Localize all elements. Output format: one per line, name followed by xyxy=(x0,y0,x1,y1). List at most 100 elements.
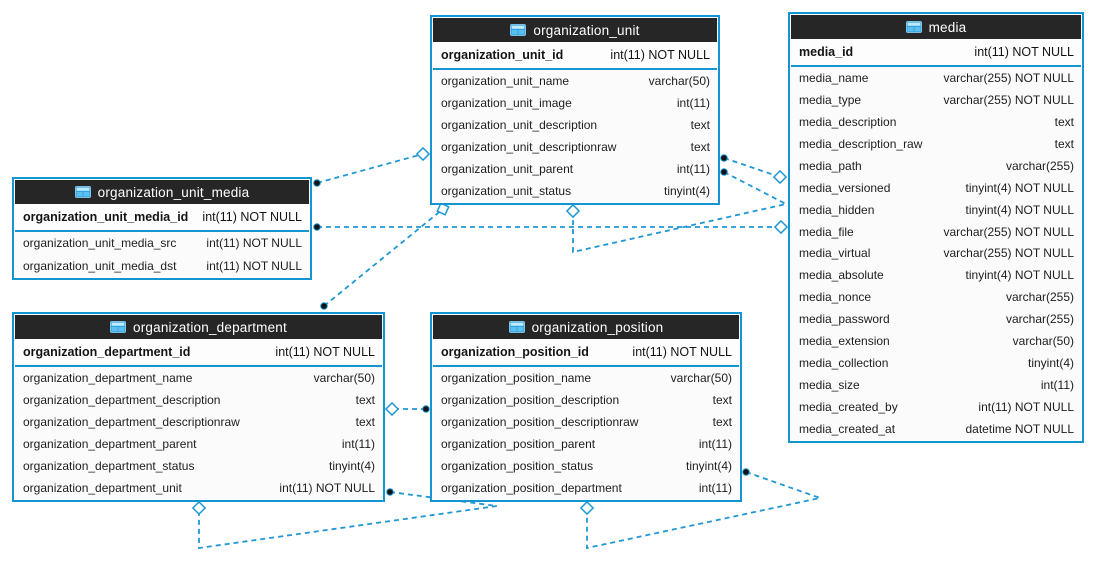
field-name: organization_unit_description xyxy=(441,118,598,132)
field-type: int(11) NOT NULL xyxy=(206,258,302,273)
field-type: varchar(255) NOT NULL xyxy=(943,92,1075,107)
field-name: organization_unit_parent xyxy=(441,162,574,176)
field-type: text xyxy=(712,415,732,429)
field-row-organization_position_descriptionraw[interactable]: organization_position_descriptionraw text xyxy=(433,411,739,433)
fk-dot-endpoint xyxy=(720,168,728,176)
field-name: media_file xyxy=(799,224,854,239)
field-name: organization_department_description xyxy=(23,393,221,407)
field-type: tinyint(4) NOT NULL xyxy=(965,268,1074,283)
table-header-organization_unit_media[interactable]: organization_unit_media xyxy=(15,180,309,204)
field-type: datetime NOT NULL xyxy=(965,421,1075,436)
field-type: text xyxy=(1054,136,1074,151)
field-type: varchar(255) NOT NULL xyxy=(943,224,1075,239)
relation-organization_position-to-organization_position[interactable] xyxy=(586,471,824,550)
field-name: organization_department_unit xyxy=(23,481,182,495)
table-header-organization_unit[interactable]: organization_unit xyxy=(433,18,717,42)
field-type: varchar(255) xyxy=(1005,312,1074,327)
relation-organization_department-to-organization_unit[interactable] xyxy=(323,208,444,307)
field-row-organization_unit_media_dst[interactable]: organization_unit_media_dst int(11) NOT N… xyxy=(15,255,309,278)
field-name: organization_unit_status xyxy=(441,184,572,198)
table-icon xyxy=(74,186,91,198)
field-type: tinyint(4) NOT NULL xyxy=(965,180,1074,195)
field-row-media_absolute[interactable]: media_absolute tinyint(4) NOT NULL xyxy=(791,264,1081,286)
field-name: media_path xyxy=(799,158,862,173)
field-type: text xyxy=(690,118,710,132)
primary-key-row[interactable]: organization_unit_media_id int(11) NOT NU… xyxy=(15,204,309,232)
field-type: tinyint(4) NOT NULL xyxy=(965,202,1074,217)
field-name: media_hidden xyxy=(799,202,875,217)
field-type: varchar(255) xyxy=(1005,158,1074,173)
field-row-media_file[interactable]: media_file varchar(255) NOT NULL xyxy=(791,221,1081,243)
fk-dot-endpoint xyxy=(742,468,750,476)
field-name: organization_position_descriptionraw xyxy=(441,415,639,429)
field-name: media_collection xyxy=(799,356,889,371)
field-row-organization_unit_description[interactable]: organization_unit_description text xyxy=(433,114,717,136)
table-icon xyxy=(110,321,126,333)
table-icon xyxy=(508,321,525,333)
field-name: organization_unit_media_dst xyxy=(23,258,177,273)
ref-square-endpoint xyxy=(436,202,450,216)
table-organization_department[interactable]: organization_department organization_depa… xyxy=(12,312,385,502)
relation-organization_unit_media-to-organization_unit[interactable] xyxy=(316,153,424,184)
field-type: text xyxy=(712,393,732,407)
field-type: int(11) xyxy=(341,437,375,451)
field-type: int(11) NOT NULL xyxy=(206,236,302,251)
field-name: media_absolute xyxy=(799,268,884,283)
table-title: organization_department xyxy=(133,319,287,335)
field-name: organization_unit_image xyxy=(441,96,572,110)
table-header-organization_department[interactable]: organization_department xyxy=(15,315,382,339)
table-header-media[interactable]: media xyxy=(791,15,1081,39)
table-header-organization_position[interactable]: organization_position xyxy=(433,315,739,339)
fk-dot-endpoint xyxy=(386,488,394,496)
field-row-media_path[interactable]: media_path varchar(255) xyxy=(791,155,1081,177)
field-name: organization_position_parent xyxy=(441,437,596,451)
ref-diamond-endpoint xyxy=(565,203,581,219)
relation-organization_unit-to-organization_unit[interactable] xyxy=(572,171,789,254)
field-name: media_name xyxy=(799,70,869,85)
field-type: text xyxy=(690,140,710,154)
relation-organization_unit-to-media[interactable] xyxy=(723,157,781,178)
pk-field-type: int(11) NOT NULL xyxy=(202,210,302,224)
pk-field-name: organization_unit_media_id xyxy=(23,210,189,224)
field-row-media_hidden[interactable]: media_hidden tinyint(4) NOT NULL xyxy=(791,199,1081,221)
